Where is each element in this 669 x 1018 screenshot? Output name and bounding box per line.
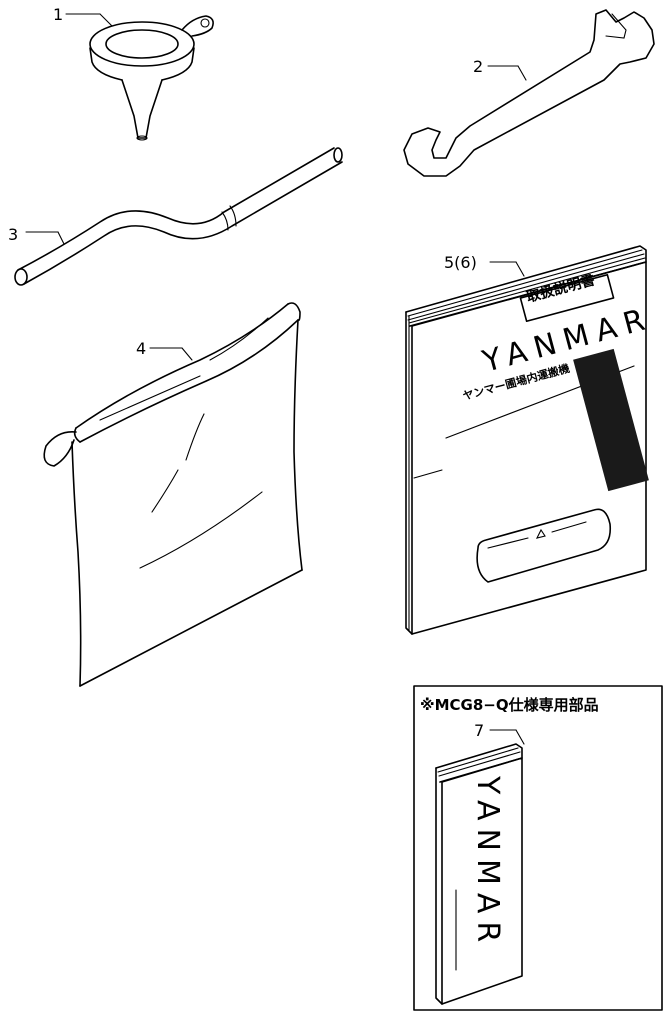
option-manual-brand-text: YANMAR bbox=[470, 775, 505, 950]
option-callout: 7 bbox=[474, 721, 484, 740]
manual-badge-text: 取扱説明書 bbox=[525, 271, 597, 306]
bag-callout: 4 bbox=[136, 339, 146, 358]
wrench-icon bbox=[403, 9, 655, 177]
bag-icon bbox=[43, 302, 303, 687]
manual-book-icon bbox=[435, 729, 525, 1005]
option-box-label: ※MCG8−Q仕様専用部品 bbox=[420, 696, 599, 714]
option-box bbox=[413, 685, 663, 1011]
hose-icon bbox=[14, 147, 343, 286]
manual-callout: 5(6) bbox=[444, 253, 477, 272]
wrench-callout: 2 bbox=[473, 57, 483, 76]
funnel-icon bbox=[65, 13, 214, 141]
funnel-callout: 1 bbox=[53, 5, 63, 24]
manual-book-icon bbox=[405, 245, 649, 635]
hose-callout: 3 bbox=[8, 225, 18, 244]
